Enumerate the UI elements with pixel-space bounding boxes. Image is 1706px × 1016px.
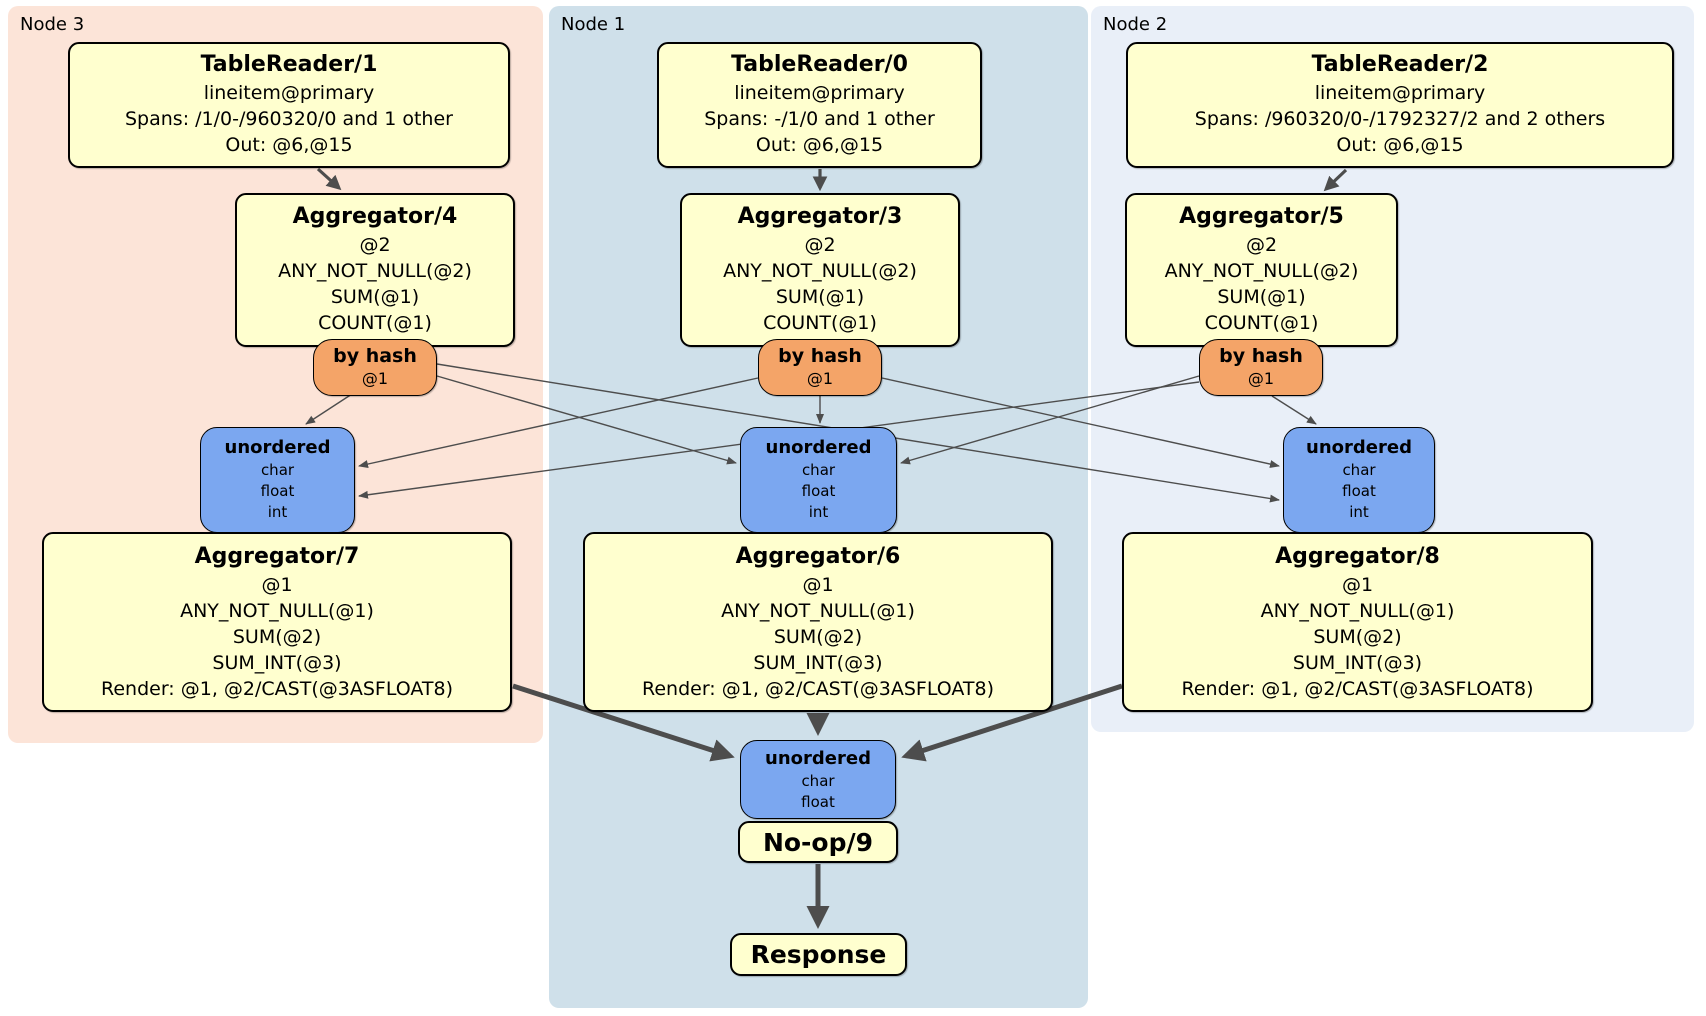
- processor-agg-fn: ANY_NOT_NULL(@1): [721, 600, 915, 622]
- processor-out: Out: @6,@15: [755, 134, 884, 156]
- processor-groupcols: @1: [261, 574, 293, 596]
- router-columns: @1: [806, 369, 834, 388]
- processor-agg-fn: SUM(@2): [232, 626, 322, 648]
- processor-index: lineitem@primary: [734, 82, 905, 104]
- synchronizer-type: float: [260, 482, 295, 500]
- processor-groupcols: @1: [1341, 574, 1374, 596]
- node3-label: Node 3: [20, 14, 85, 35]
- processor-index: lineitem@primary: [1314, 82, 1486, 104]
- edge-agg8-syncfinal: [901, 683, 1123, 762]
- node1-label: Node 1: [561, 14, 626, 35]
- processor-agg-fn: ANY_NOT_NULL(@2): [723, 260, 917, 282]
- synchronizer-type: float: [1342, 482, 1376, 500]
- synchronizer-type: char: [801, 772, 835, 790]
- processor-title: Aggregator/8: [1275, 544, 1440, 569]
- router-by-hash-left: by hash @1: [313, 339, 437, 396]
- synchronizer-type: float: [801, 482, 836, 500]
- synchronizer-unordered-final: unordered char float: [740, 740, 896, 819]
- processor-title: Aggregator/4: [292, 204, 458, 229]
- edge-hashL-syncL: [305, 393, 353, 425]
- processor-agg-fn: SUM_INT(@3): [753, 652, 883, 674]
- synchronizer-type: int: [808, 503, 829, 521]
- synchronizer-title: unordered: [224, 437, 331, 458]
- processor-title: Aggregator/7: [194, 544, 360, 569]
- processor-agg-fn: SUM_INT(@3): [1292, 652, 1423, 674]
- processor-title: Aggregator/3: [737, 204, 903, 229]
- router-by-hash-right: by hash @1: [1199, 339, 1323, 396]
- router-title: by hash: [333, 345, 417, 367]
- processor-title: TableReader/1: [200, 52, 378, 77]
- processor-title: Aggregator/6: [735, 544, 901, 569]
- processor-title: TableReader/0: [731, 52, 908, 77]
- processor-groupcols: @2: [359, 234, 391, 256]
- processor-agg-fn: SUM_INT(@3): [212, 652, 342, 674]
- processor-agg-fn: SUM(@2): [773, 626, 863, 648]
- processor-agg-fn: ANY_NOT_NULL(@2): [1164, 260, 1359, 282]
- processor-aggregator-8: Aggregator/8 @1 ANY_NOT_NULL(@1) SUM(@2)…: [1122, 532, 1593, 712]
- processor-render: Render: @1, @2/CAST(@3ASFLOAT8): [101, 678, 453, 700]
- processor-aggregator-6: Aggregator/6 @1 ANY_NOT_NULL(@1) SUM(@2)…: [583, 532, 1053, 712]
- processor-agg-fn: SUM(@1): [330, 286, 420, 308]
- processor-out: Out: @6,@15: [1336, 134, 1464, 156]
- synchronizer-type: char: [1342, 461, 1376, 479]
- synchronizer-type: char: [801, 461, 836, 479]
- synchronizer-unordered-right: unordered char float int: [1283, 427, 1435, 533]
- processor-spans: Spans: -/1/0 and 1 other: [704, 108, 935, 130]
- processor-index: lineitem@primary: [203, 82, 375, 104]
- synchronizer-type: char: [260, 461, 295, 479]
- synchronizer-title: unordered: [765, 748, 871, 769]
- edge-tr2-agg5: [1323, 168, 1348, 192]
- processor-title: TableReader/2: [1311, 52, 1489, 77]
- processor-agg-fn: COUNT(@1): [763, 312, 877, 334]
- edge-hashL-syncM: [436, 375, 737, 465]
- synchronizer-title: unordered: [765, 437, 872, 458]
- processor-spans: Spans: /1/0-/960320/0 and 1 other: [125, 108, 453, 130]
- processor-agg-fn: SUM(@2): [1313, 626, 1402, 648]
- synchronizer-title: unordered: [1306, 437, 1412, 458]
- processor-aggregator-7: Aggregator/7 @1 ANY_NOT_NULL(@1) SUM(@2)…: [42, 532, 512, 712]
- processor-title: Response: [750, 940, 887, 969]
- router-by-hash-middle: by hash @1: [758, 339, 882, 396]
- processor-render: Render: @1, @2/CAST(@3ASFLOAT8): [642, 678, 994, 700]
- processor-agg-fn: ANY_NOT_NULL(@1): [1260, 600, 1455, 622]
- processor-aggregator-5: Aggregator/5 @2 ANY_NOT_NULL(@2) SUM(@1)…: [1125, 193, 1398, 347]
- edge-hashR-syncM: [900, 375, 1200, 465]
- processor-agg-fn: ANY_NOT_NULL(@1): [180, 600, 374, 622]
- processor-tablereader-0: TableReader/0 lineitem@primary Spans: -/…: [657, 42, 982, 168]
- processor-aggregator-3: Aggregator/3 @2 ANY_NOT_NULL(@2) SUM(@1)…: [680, 193, 960, 347]
- processor-tablereader-2: TableReader/2 lineitem@primary Spans: /9…: [1126, 42, 1674, 168]
- processor-agg-fn: COUNT(@1): [318, 312, 432, 334]
- processor-agg-fn: SUM(@1): [775, 286, 865, 308]
- edge-hashM-syncL: [358, 377, 759, 468]
- edge-tr1-agg4: [316, 167, 342, 191]
- processor-noop-9: No-op/9: [738, 821, 898, 863]
- synchronizer-type: float: [801, 793, 835, 811]
- processor-aggregator-4: Aggregator/4 @2 ANY_NOT_NULL(@2) SUM(@1)…: [235, 193, 515, 347]
- node2-label: Node 2: [1103, 14, 1168, 35]
- router-title: by hash: [778, 345, 862, 367]
- processor-agg-fn: COUNT(@1): [1204, 312, 1319, 334]
- edge-hashR-syncR: [1271, 395, 1317, 425]
- synchronizer-unordered-middle: unordered char float int: [740, 427, 897, 533]
- router-columns: @1: [1247, 369, 1275, 388]
- synchronizer-unordered-left: unordered char float int: [200, 427, 355, 533]
- edge-agg7-syncfinal: [512, 683, 735, 762]
- processor-agg-fn: SUM(@1): [1217, 286, 1306, 308]
- processor-agg-fn: ANY_NOT_NULL(@2): [278, 260, 472, 282]
- processor-response: Response: [730, 933, 907, 976]
- synchronizer-type: int: [267, 503, 288, 521]
- edge-hashM-syncR: [881, 377, 1280, 468]
- processor-title: Aggregator/5: [1179, 204, 1344, 229]
- processor-groupcols: @1: [802, 574, 834, 596]
- synchronizer-type: int: [1349, 503, 1369, 521]
- processor-out: Out: @6,@15: [225, 134, 353, 156]
- processor-title: No-op/9: [762, 828, 874, 857]
- router-title: by hash: [1219, 345, 1303, 367]
- processor-render: Render: @1, @2/CAST(@3ASFLOAT8): [1181, 678, 1534, 700]
- processor-groupcols: @2: [804, 234, 836, 256]
- router-columns: @1: [361, 369, 389, 388]
- processor-tablereader-1: TableReader/1 lineitem@primary Spans: /1…: [68, 42, 510, 168]
- processor-groupcols: @2: [1245, 234, 1278, 256]
- processor-spans: Spans: /960320/0-/1792327/2 and 2 others: [1194, 108, 1606, 130]
